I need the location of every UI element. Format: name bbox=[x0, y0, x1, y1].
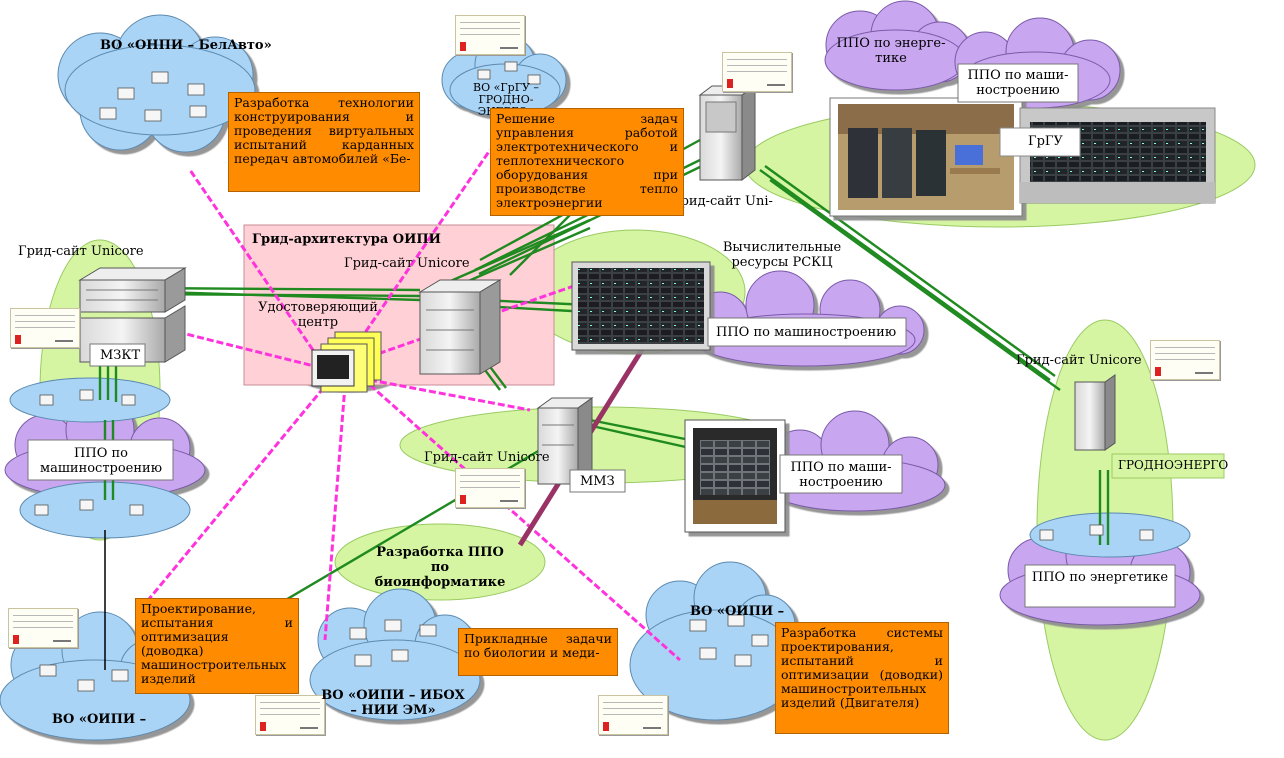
grid-architecture-panel bbox=[243, 224, 555, 386]
certificate-icon bbox=[455, 15, 525, 55]
label-grid-unicore-center: Грид-сайт Unicore bbox=[344, 256, 470, 271]
ppo-mash-top-tag bbox=[957, 63, 1079, 103]
bioinf-ellipse bbox=[334, 523, 546, 601]
label-vo-ibox: ВО «ОИПИ – ИБОХ – НИИ ЭМ» bbox=[321, 688, 465, 718]
label-mmz: ММЗ bbox=[580, 474, 615, 489]
certificate-icon bbox=[8, 608, 78, 648]
server-grodnoenergo bbox=[1074, 374, 1116, 451]
cloud-right-network bbox=[1029, 512, 1191, 558]
label-grid-arch: Грид-архитектура ОИПИ bbox=[252, 232, 441, 247]
grodnoenergo-tag bbox=[1111, 453, 1225, 479]
ppo-energ-right-tag bbox=[1024, 564, 1176, 608]
server-unicore-center bbox=[418, 279, 502, 375]
energy-task-box: Решение задач управления работой электро… bbox=[490, 108, 684, 216]
certificate-icon bbox=[255, 695, 325, 735]
label-grid-unicore-right: Грид-сайт Unicore bbox=[1016, 353, 1142, 368]
label-ppo-mash-center: ППО по машиностроению bbox=[716, 325, 897, 340]
grgu-tag bbox=[999, 127, 1081, 157]
label-belavto: ВО «ОНПИ – БелАвто» bbox=[100, 38, 272, 53]
cloud-belavto bbox=[57, 14, 256, 153]
label-grodnoenergo: ГРОДНОЭНЕРГО bbox=[1118, 458, 1229, 472]
bio-task-box: Прикладные задачи по биологии и меди- bbox=[458, 628, 618, 676]
certificate-folders-icon bbox=[311, 331, 382, 393]
mmz-tag bbox=[569, 469, 626, 493]
belavto-task-box: Разработка технологии конструирования и … bbox=[228, 92, 420, 192]
mash-task-box: Проектирование, испытания и оптимизация … bbox=[135, 598, 299, 694]
certificate-icon bbox=[10, 308, 80, 348]
label-ppo-mash-top: ППО по маши-ностроению bbox=[967, 68, 1069, 98]
label-vo-bottom-right: ВО «ОИПИ – bbox=[690, 604, 785, 619]
ppo-mash-left-tag bbox=[27, 439, 174, 481]
label-mzkt: МЗКТ bbox=[100, 348, 141, 363]
label-uc: Удостоверяющий центр bbox=[258, 300, 378, 330]
label-grid-unicore-left: Грид-сайт Unicore bbox=[18, 244, 144, 259]
server-unicore-left bbox=[78, 267, 187, 313]
label-vo-bottom-left: ВО «ОИПИ – bbox=[52, 712, 147, 727]
label-ppo-energ-top: ППО по энерге-тике bbox=[836, 36, 946, 66]
label-grgu: ГрГУ bbox=[1028, 134, 1063, 149]
label-ppo-mash-left: ППО по машиностроению bbox=[39, 446, 163, 476]
mmz-cluster-photo bbox=[684, 419, 786, 533]
ppo-mash-center-tag bbox=[707, 317, 907, 347]
certificate-icon bbox=[722, 52, 792, 92]
label-vych-res: Вычислительные ресурсы РСКЦ bbox=[722, 240, 842, 270]
grgu-cluster-photo bbox=[1019, 107, 1216, 204]
certificate-icon bbox=[1150, 340, 1220, 380]
ppo-mash-mmz-tag bbox=[779, 454, 903, 494]
label-ppo-energ-right: ППО по энергетике bbox=[1031, 570, 1169, 585]
label-ppo-mash-mmz: ППО по маши-ностроению bbox=[790, 460, 892, 490]
label-grid-unicore-mmz: Грид-сайт Unicore bbox=[424, 450, 550, 465]
server-top-tower bbox=[698, 85, 757, 182]
label-grid-unicore-top: Грид-сайт Uni- bbox=[672, 194, 773, 209]
rsckc-cluster-photo bbox=[571, 261, 711, 351]
grgu-lab-photo bbox=[829, 97, 1023, 217]
mzkt-tag bbox=[89, 343, 146, 367]
workstations bbox=[34, 61, 1154, 692]
certificate-icon bbox=[455, 468, 525, 508]
engine-task-box: Разработка системы проектирования, испыт… bbox=[775, 622, 949, 734]
certificate-icon bbox=[598, 695, 668, 735]
label-bioinf: Разработка ППО по биоинформатике bbox=[374, 545, 506, 590]
